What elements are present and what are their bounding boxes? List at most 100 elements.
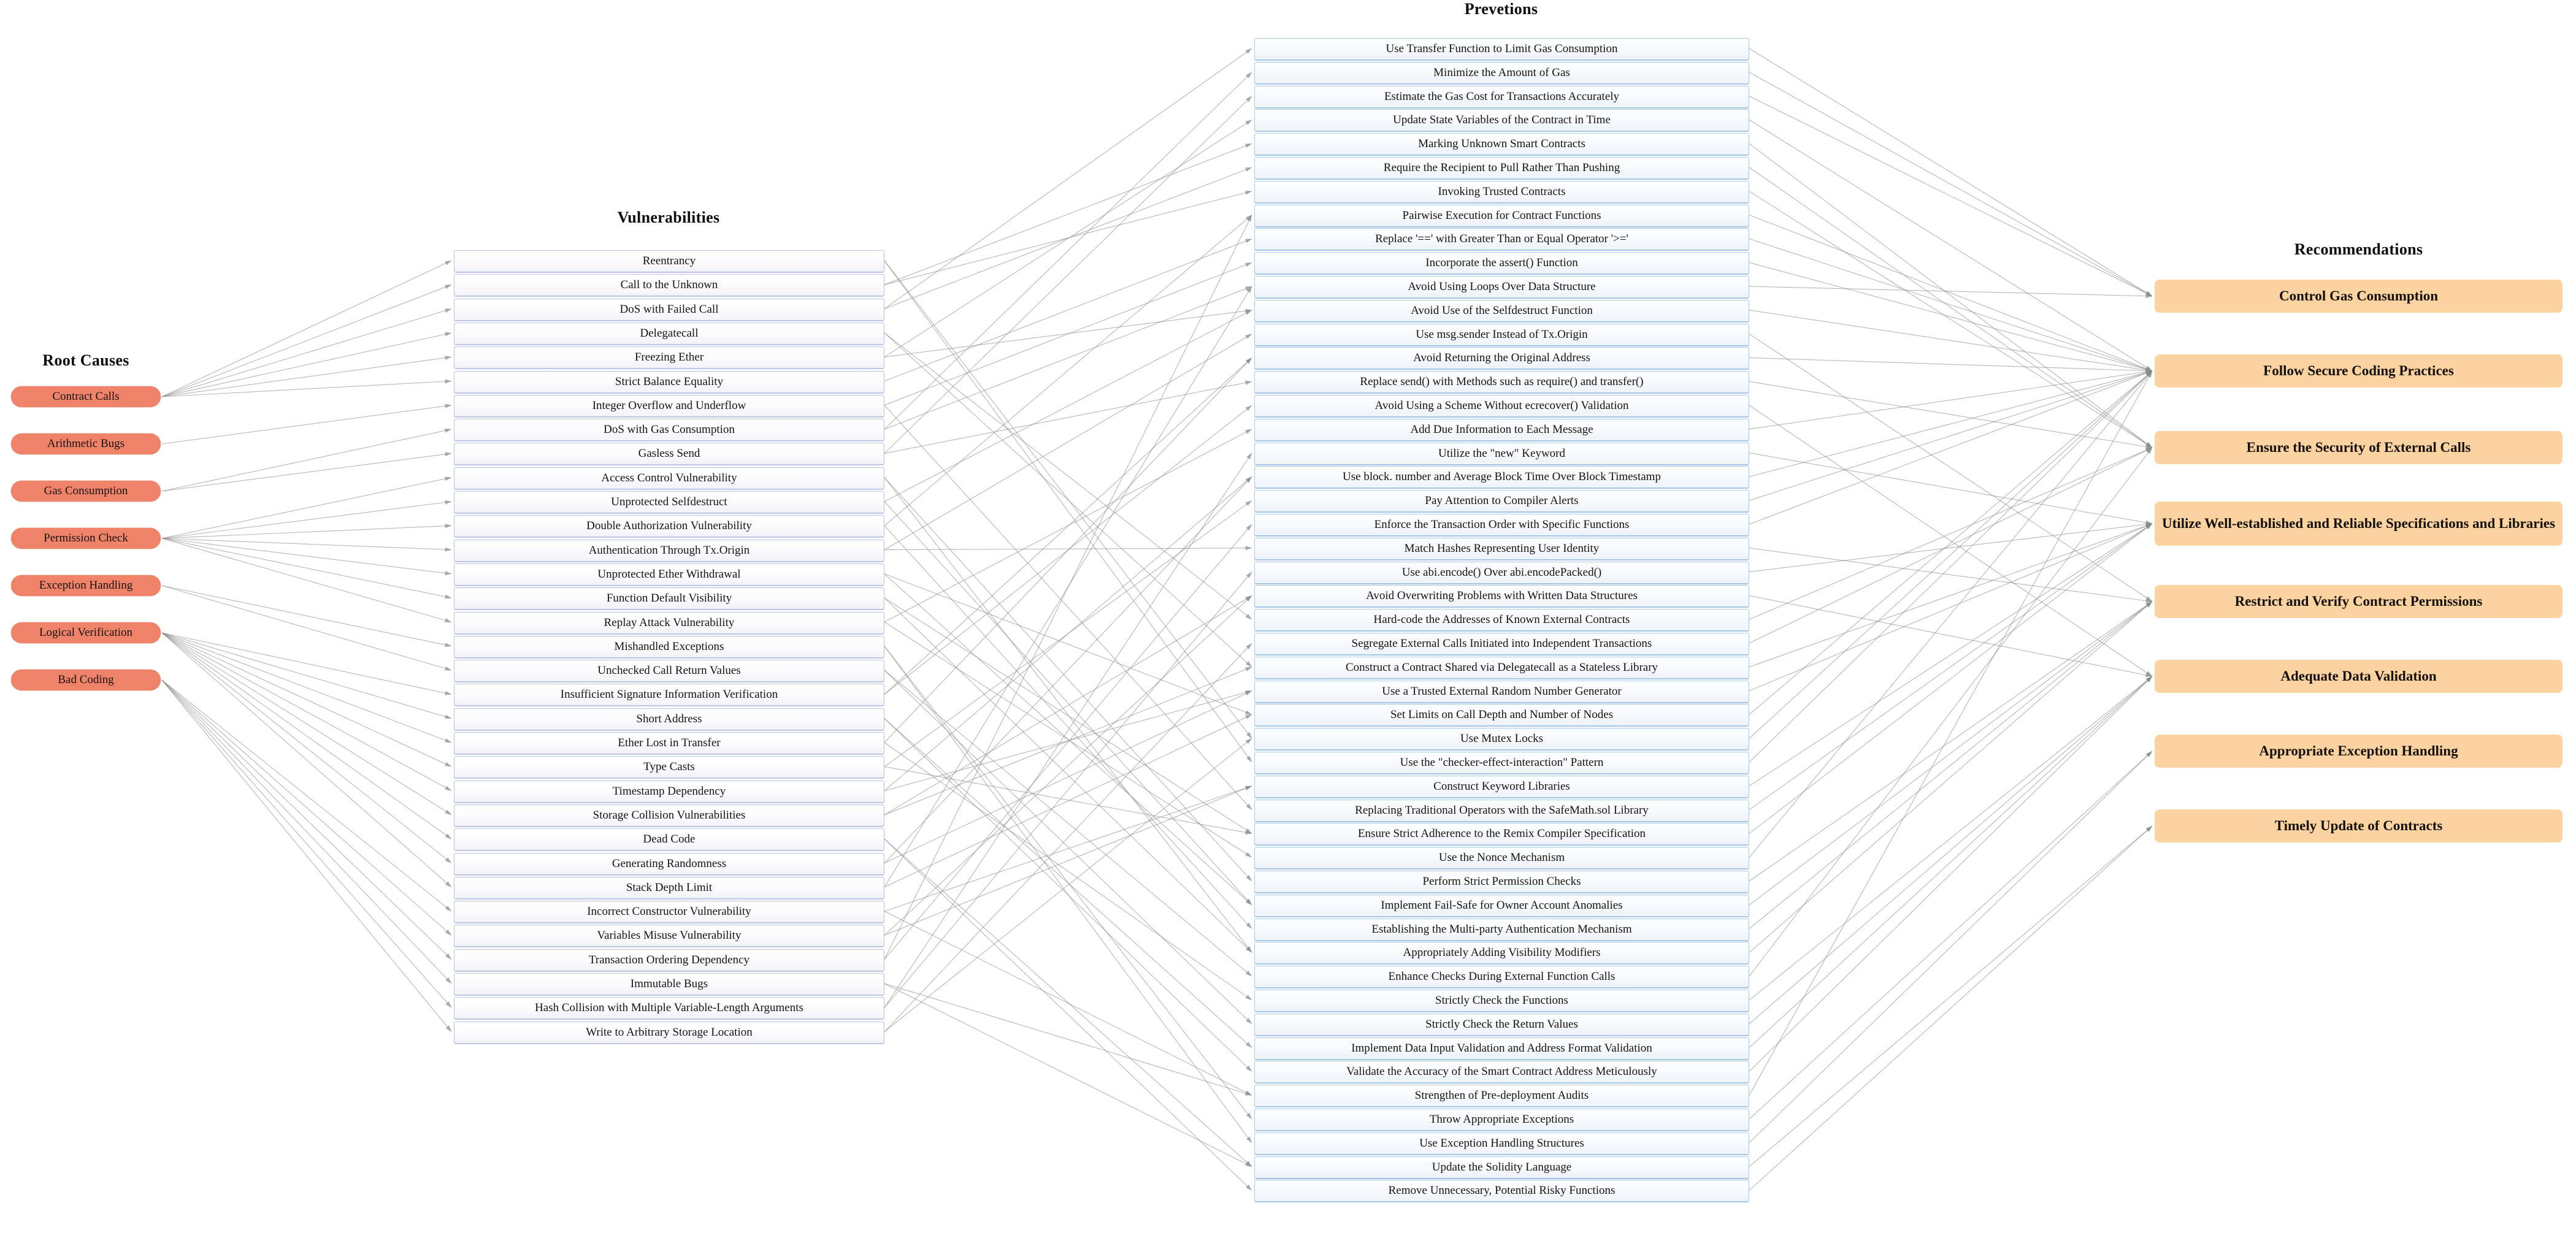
recommendation-6[interactable]: Appropriate Exception Handling (2155, 735, 2563, 768)
vulnerability-item[interactable]: Unprotected Selfdestruct (454, 491, 884, 513)
vulnerability-item[interactable]: Incorrect Constructor Vulnerability (454, 901, 884, 923)
prevention-item[interactable]: Construct Keyword Libraries (1254, 775, 1749, 798)
prevention-item[interactable]: Implement Data Input Validation and Addr… (1254, 1037, 1749, 1060)
vulnerability-item[interactable]: Function Default Visibility (454, 587, 884, 610)
vulnerability-item[interactable]: Delegatecall (454, 322, 884, 345)
prevention-item[interactable]: Enhance Checks During External Function … (1254, 966, 1749, 988)
vulnerability-item[interactable]: Integer Overflow and Underflow (454, 394, 884, 417)
prevention-item[interactable]: Use the Nonce Mechanism (1254, 847, 1749, 869)
prevention-item[interactable]: Use block. number and Average Block Time… (1254, 466, 1749, 489)
vulnerability-item[interactable]: Generating Randomness (454, 852, 884, 875)
prevention-item[interactable]: Enforce the Transaction Order with Speci… (1254, 514, 1749, 536)
prevention-item[interactable]: Update the Solidity Language (1254, 1156, 1749, 1179)
root-cause-1[interactable]: Arithmetic Bugs (11, 434, 161, 454)
root-cause-2[interactable]: Gas Consumption (11, 481, 161, 502)
prevention-item[interactable]: Pay Attention to Compiler Alerts (1254, 490, 1749, 513)
prevention-item[interactable]: Appropriately Adding Visibility Modifier… (1254, 942, 1749, 965)
prevention-item[interactable]: Minimize the Amount of Gas (1254, 61, 1749, 84)
prevention-item[interactable]: Set Limits on Call Depth and Number of N… (1254, 704, 1749, 727)
prevention-item[interactable]: Use abi.encode() Over abi.encodePacked() (1254, 561, 1749, 584)
prevention-item[interactable]: Avoid Overwriting Problems with Written … (1254, 585, 1749, 608)
recommendation-2[interactable]: Ensure the Security of External Calls (2155, 431, 2563, 464)
prevention-item[interactable]: Replace send() with Methods such as requ… (1254, 371, 1749, 394)
prevention-item[interactable]: Implement Fail-Safe for Owner Account An… (1254, 894, 1749, 917)
recommendation-7[interactable]: Timely Update of Contracts (2155, 809, 2563, 842)
recommendation-5[interactable]: Adequate Data Validation (2155, 660, 2563, 693)
prevention-item[interactable]: Establishing the Multi-party Authenticat… (1254, 918, 1749, 941)
prevention-item[interactable]: Use Exception Handling Structures (1254, 1132, 1749, 1155)
vulnerability-item[interactable]: Storage Collision Vulnerabilities (454, 804, 884, 827)
prevention-item[interactable]: Use the "checker-effect-interaction" Pat… (1254, 752, 1749, 774)
prevention-item[interactable]: Ensure Strict Adherence to the Remix Com… (1254, 823, 1749, 846)
prevention-item[interactable]: Marking Unknown Smart Contracts (1254, 133, 1749, 156)
prevention-item[interactable]: Avoid Use of the Selfdestruct Function (1254, 299, 1749, 322)
prevention-item[interactable]: Use Transfer Function to Limit Gas Consu… (1254, 38, 1749, 60)
prevention-item[interactable]: Invoking Trusted Contracts (1254, 180, 1749, 203)
root-cause-3[interactable]: Permission Check (11, 528, 161, 549)
vulnerability-item[interactable]: Variables Misuse Vulnerability (454, 925, 884, 947)
prevention-item[interactable]: Hard-code the Addresses of Known Externa… (1254, 609, 1749, 632)
prevention-item[interactable]: Use msg.sender Instead of Tx.Origin (1254, 323, 1749, 346)
vulnerability-item[interactable]: Reentrancy (454, 250, 884, 272)
prevention-item[interactable]: Segregate External Calls Initiated into … (1254, 633, 1749, 655)
recommendation-3[interactable]: Utilize Well-established and Reliable Sp… (2155, 502, 2563, 546)
prevention-label: Update State Variables of the Contract i… (1393, 113, 1611, 127)
prevention-item[interactable]: Strengthen of Pre-deployment Audits (1254, 1085, 1749, 1107)
prevention-item[interactable]: Perform Strict Permission Checks (1254, 871, 1749, 893)
vulnerability-item[interactable]: Unprotected Ether Withdrawal (454, 563, 884, 586)
vulnerability-item[interactable]: Short Address (454, 708, 884, 730)
vulnerability-item[interactable]: Unchecked Call Return Values (454, 660, 884, 682)
vulnerability-item[interactable]: Replay Attack Vulnerability (454, 611, 884, 634)
recommendation-1[interactable]: Follow Secure Coding Practices (2155, 354, 2563, 388)
prevention-item[interactable]: Construct a Contract Shared via Delegate… (1254, 656, 1749, 679)
prevention-item[interactable]: Utilize the "new" Keyword (1254, 442, 1749, 465)
prevention-item[interactable]: Estimate the Gas Cost for Transactions A… (1254, 85, 1749, 108)
vulnerability-item[interactable]: Access Control Vulnerability (454, 467, 884, 489)
prevention-label: Replace send() with Methods such as requ… (1360, 375, 1644, 389)
root-cause-0[interactable]: Contract Calls (11, 386, 161, 407)
vulnerability-item[interactable]: Dead Code (454, 828, 884, 851)
vulnerability-item[interactable]: Double Authorization Vulnerability (454, 515, 884, 538)
vulnerability-item[interactable]: DoS with Failed Call (454, 298, 884, 321)
prevention-item[interactable]: Add Due Information to Each Message (1254, 418, 1749, 441)
vulnerability-item[interactable]: Insufficient Signature Information Verif… (454, 684, 884, 706)
recommendation-4[interactable]: Restrict and Verify Contract Permissions (2155, 585, 2563, 618)
vulnerability-item[interactable]: Hash Collision with Multiple Variable-Le… (454, 997, 884, 1020)
vulnerability-item[interactable]: Call to the Unknown (454, 274, 884, 297)
prevention-item[interactable]: Remove Unnecessary, Potential Risky Func… (1254, 1180, 1749, 1202)
vulnerability-item[interactable]: Transaction Ordering Dependency (454, 949, 884, 971)
prevention-item[interactable]: Pairwise Execution for Contract Function… (1254, 204, 1749, 227)
vulnerability-item[interactable]: DoS with Gas Consumption (454, 419, 884, 441)
prevention-item[interactable]: Update State Variables of the Contract i… (1254, 109, 1749, 132)
prevention-item[interactable]: Require the Recipient to Pull Rather Tha… (1254, 157, 1749, 179)
prevention-item[interactable]: Use a Trusted External Random Number Gen… (1254, 680, 1749, 703)
vulnerability-item[interactable]: Stack Depth Limit (454, 876, 884, 899)
prevention-item[interactable]: Replacing Traditional Operators with the… (1254, 799, 1749, 822)
prevention-item[interactable]: Validate the Accuracy of the Smart Contr… (1254, 1061, 1749, 1083)
recommendation-label: Utilize Well-established and Reliable Sp… (2161, 515, 2556, 531)
prevention-item[interactable]: Strictly Check the Functions (1254, 990, 1749, 1012)
prevention-item[interactable]: Avoid Returning the Original Address (1254, 347, 1749, 370)
prevention-item[interactable]: Avoid Using Loops Over Data Structure (1254, 276, 1749, 298)
prevention-item[interactable]: Match Hashes Representing User Identity (1254, 537, 1749, 560)
vulnerability-item[interactable]: Mishandled Exceptions (454, 635, 884, 658)
prevention-item[interactable]: Incorporate the assert() Function (1254, 252, 1749, 275)
root-cause-6[interactable]: Bad Coding (11, 670, 161, 690)
vulnerability-item[interactable]: Strict Balance Equality (454, 370, 884, 393)
vulnerability-item[interactable]: Authentication Through Tx.Origin (454, 539, 884, 562)
prevention-item[interactable]: Strictly Check the Return Values (1254, 1013, 1749, 1036)
vulnerability-item[interactable]: Timestamp Dependency (454, 780, 884, 803)
prevention-item[interactable]: Throw Appropriate Exceptions (1254, 1109, 1749, 1131)
vulnerability-item[interactable]: Gasless Send (454, 443, 884, 465)
vulnerability-item[interactable]: Ether Lost in Transfer (454, 732, 884, 754)
prevention-item[interactable]: Use Mutex Locks (1254, 728, 1749, 751)
vulnerability-item[interactable]: Immutable Bugs (454, 973, 884, 995)
vulnerability-item[interactable]: Type Casts (454, 756, 884, 779)
prevention-item[interactable]: Avoid Using a Scheme Without ecrecover()… (1254, 395, 1749, 417)
vulnerability-item[interactable]: Freezing Ether (454, 346, 884, 369)
root-cause-5[interactable]: Logical Verification (11, 622, 161, 643)
recommendation-0[interactable]: Control Gas Consumption (2155, 280, 2563, 313)
vulnerability-item[interactable]: Write to Arbitrary Storage Location (454, 1021, 884, 1044)
prevention-item[interactable]: Replace '==' with Greater Than or Equal … (1254, 228, 1749, 251)
root-cause-4[interactable]: Exception Handling (11, 575, 161, 596)
